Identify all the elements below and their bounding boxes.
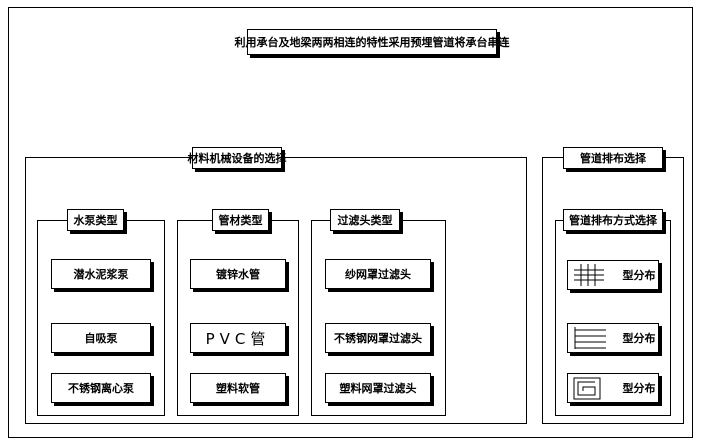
spiral-pattern-icon <box>573 377 601 400</box>
pump-item-3: 不锈钢离心泵 <box>51 373 151 403</box>
filter-item-1: 纱网罩过滤头 <box>325 259 431 289</box>
pipe-type-heading: 管材类型 <box>212 209 269 231</box>
layout-item-spiral-label: 型分布 <box>622 382 656 395</box>
pump-item-1: 潜水泥浆泵 <box>51 259 151 289</box>
pipe-item-2: PVC管 <box>190 323 286 353</box>
outer-frame <box>8 7 693 438</box>
layout-panel-heading: 管道排布选择 <box>563 147 663 169</box>
filter-item-3: 塑料网罩过滤头 <box>325 373 431 403</box>
layout-item-parallel-label: 型分布 <box>622 332 656 345</box>
grid-pattern-icon <box>574 264 604 286</box>
filter-item-2: 不锈钢网罩过滤头 <box>325 323 431 353</box>
layout-subgroup-heading: 管道排布方式选择 <box>563 209 663 231</box>
layout-item-parallel: 型分布 <box>567 323 659 353</box>
pipe-item-3: 塑料软管 <box>190 373 286 403</box>
filter-type-heading: 过滤头类型 <box>330 209 400 231</box>
parallel-lines-pattern-icon <box>574 327 606 349</box>
diagram-title: 利用承台及地梁两两相连的特性采用预埋管道将承台串连 <box>235 29 510 55</box>
layout-item-spiral: 型分布 <box>567 373 659 403</box>
layout-item-grid-label: 型分布 <box>622 269 656 282</box>
layout-item-grid: 型分布 <box>567 260 659 290</box>
materials-panel-heading: 材料机械设备的选择 <box>188 147 287 169</box>
pipe-item-1: 镀锌水管 <box>190 259 286 289</box>
pump-item-2: 自吸泵 <box>51 323 151 353</box>
pump-type-heading: 水泵类型 <box>67 209 124 231</box>
